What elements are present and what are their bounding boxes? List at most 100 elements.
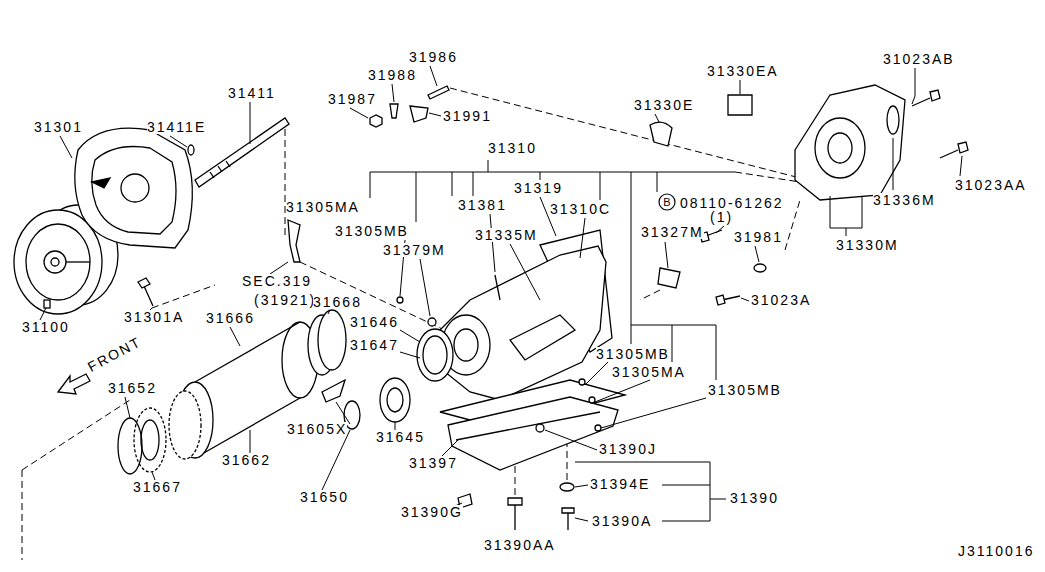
- leader-line: [322, 430, 350, 490]
- leader-line: [575, 485, 588, 521]
- input-shaft: [210, 172, 214, 178]
- leader-line: [328, 310, 330, 314]
- part-number: 31301A: [124, 310, 184, 324]
- pin-and-clips: [370, 86, 752, 146]
- part-number: 31987: [328, 92, 377, 106]
- part-number: 31301: [34, 120, 83, 134]
- leader-line: [170, 136, 187, 147]
- bolts-and-plates: [658, 268, 680, 288]
- converter-housing: [92, 178, 110, 188]
- part-number: 31647: [350, 338, 399, 352]
- pin-and-clips: [728, 95, 752, 115]
- part-number: 31327M: [641, 225, 704, 239]
- part-number: 31330EA: [707, 64, 779, 78]
- oil-pan: [514, 503, 515, 530]
- clutch-assembly: [380, 378, 410, 422]
- transmission-case: [440, 230, 612, 400]
- leader-line: [490, 214, 495, 272]
- leader-line: [400, 352, 420, 358]
- oil-pan: [448, 397, 618, 470]
- callout-letter: B: [663, 197, 670, 208]
- transmission-case: [454, 329, 478, 361]
- dashed-guide: [22, 400, 130, 560]
- part-number: 31305MB: [708, 383, 782, 397]
- bolts-and-plates: [397, 297, 403, 303]
- transmission-case: [495, 275, 500, 300]
- rear-extension: [887, 106, 899, 134]
- part-number: 31666: [206, 311, 255, 325]
- oil-pan: [508, 498, 522, 505]
- part-number: 31988: [368, 68, 417, 82]
- clutch-assembly: [134, 408, 166, 472]
- leader-line: [60, 136, 72, 158]
- leader-line: [510, 244, 540, 300]
- dashed-guide: [567, 440, 568, 480]
- part-number: 31668: [313, 295, 362, 309]
- part-number: 31335M: [475, 228, 538, 242]
- leader-line: [125, 397, 130, 418]
- part-number: 31397: [409, 456, 458, 470]
- rear-extension: [912, 98, 930, 106]
- converter-housing: [75, 128, 193, 248]
- part-number: 31100: [22, 320, 70, 334]
- torque-converter: [66, 261, 90, 262]
- converter-housing: [75, 128, 193, 248]
- leader-line: [429, 113, 441, 116]
- leader-line: [580, 218, 585, 258]
- front-arrow: [58, 374, 90, 394]
- input-shaft: [218, 166, 222, 172]
- quantity-note: (1): [710, 210, 733, 224]
- input-shaft: [188, 145, 194, 155]
- transmission-case: [510, 315, 575, 360]
- bolts-and-plates: [428, 318, 436, 326]
- bolts-and-plates: [589, 397, 595, 403]
- leader-line: [400, 330, 420, 342]
- dashed-guide: [285, 118, 286, 235]
- clutch-assembly: [387, 388, 403, 412]
- rear-extension: [958, 142, 968, 153]
- part-number: 31991: [443, 109, 492, 123]
- input-shaft: [226, 161, 230, 167]
- rear-extension: [795, 85, 968, 200]
- part-number: 31381: [458, 198, 507, 212]
- section-reference: SEC.319: [242, 274, 312, 288]
- part-number: 31394E: [590, 477, 650, 491]
- part-number: 31330E: [634, 98, 694, 112]
- part-number: 31023A: [751, 293, 811, 307]
- part-number: 31652: [108, 381, 157, 395]
- dashed-guide: [785, 200, 800, 250]
- clutch-assembly: [417, 329, 453, 381]
- converter-housing: [121, 174, 149, 202]
- leader-line: [655, 114, 659, 122]
- bolts-and-plates: [397, 230, 766, 431]
- dashed-guide: [735, 172, 800, 182]
- part-number: 31646: [350, 315, 399, 329]
- part-number: 31662: [222, 453, 271, 467]
- part-number: 31379M: [383, 243, 446, 257]
- pin-and-clips: [428, 86, 449, 99]
- part-number: 31667: [133, 480, 182, 494]
- leader-line: [830, 196, 862, 236]
- direction-label: FRONT: [85, 334, 143, 374]
- clutch-assembly: [141, 420, 159, 460]
- dashed-guide: [640, 290, 660, 300]
- part-number: 31305MA: [612, 365, 686, 379]
- leader-line: [960, 156, 962, 176]
- part-number: 31411: [228, 86, 276, 100]
- torque-converter: [44, 251, 66, 273]
- part-number: 31319: [514, 181, 563, 195]
- clutch-assembly: [118, 418, 142, 474]
- leader-line: [585, 362, 706, 428]
- part-number: 31986: [409, 50, 458, 64]
- leader-line: [250, 102, 251, 144]
- pin-and-clips: [370, 115, 382, 127]
- oil-pan: [567, 512, 568, 530]
- pin-and-clips: [410, 106, 428, 122]
- front-arrow: [58, 374, 90, 394]
- rear-extension: [940, 150, 958, 158]
- leader-line: [40, 308, 46, 320]
- bolts-and-plates: [754, 264, 766, 272]
- leader-line: [152, 472, 155, 480]
- oil-pan: [560, 483, 574, 491]
- leader-line: [740, 80, 741, 94]
